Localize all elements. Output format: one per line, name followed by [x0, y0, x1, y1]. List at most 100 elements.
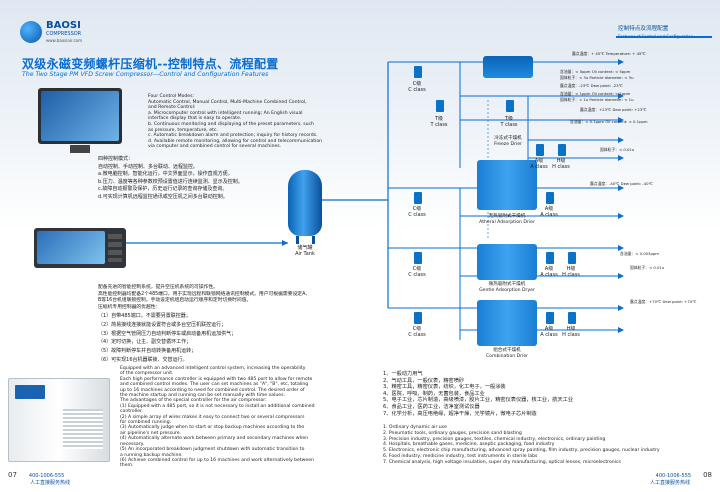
- text-line: of the compressor unit.: [120, 371, 174, 377]
- text-line: d.可实现计算机远程监控通讯或空压机之间多台联动控制。: [98, 193, 228, 200]
- list-item: （1）自带485端口，不需要另置联控器；: [98, 313, 191, 319]
- footer-right: 400-1006-555 08 人工直接服务热线: [650, 471, 712, 486]
- config-description-cn: 配备先进的智能控制系统，提升空压机系统的可操作性。 高性能控制器均配备2个485…: [98, 285, 356, 311]
- text-line: (3) Automatically judge when to start or…: [120, 425, 305, 431]
- list-item: 7. Chemical analysis, high voltage insul…: [383, 459, 621, 465]
- list-item: 1、一般动力用气: [383, 371, 423, 377]
- text-line: as pressure, temperature, etc.: [148, 127, 218, 133]
- list-item: 4. Hospitals, breathable gases, medicine…: [383, 442, 555, 448]
- list-item: 6、食品工业，医药工业，洁净室测试仪器: [383, 403, 480, 410]
- text-line: b. Continuous monitoring and displaying …: [148, 121, 314, 127]
- filter-label-c3: C级 C class: [408, 266, 426, 278]
- filter-label-c: C级 C class: [408, 81, 426, 93]
- text-line: air pipeline's net pressure.: [120, 430, 182, 436]
- spec-annotation: 露点温度：+ 45℃ Temperature: + 45℃: [572, 51, 646, 56]
- gentle-adsorption-dryer-image: [477, 244, 537, 280]
- text-line: a.微电脑控制，智能化运行，中文界面显示，操作直观方便。: [98, 171, 233, 178]
- device-name-cn: 组合式干燥机: [493, 348, 521, 353]
- text-line: (5) An incorporated breakdown judgment s…: [120, 447, 305, 453]
- hotline-number: 400-1006-555: [655, 473, 692, 479]
- text-line: necessary.: [120, 441, 145, 447]
- list-item: （6）可实现16台机器联锁、交替运行。: [98, 356, 188, 363]
- device-name-cn: 无热吸附式干燥机: [488, 214, 526, 219]
- vent-grille: [63, 409, 103, 449]
- text-line: 压缩机专用控制器的优越性：: [98, 304, 161, 310]
- filter-label-c4: C级 C class: [408, 326, 426, 338]
- text-line: c. Automatic breakdown alarm and protect…: [148, 133, 318, 139]
- page-number: 08: [703, 471, 712, 479]
- spec-annotation: 含油量：< 1ppm Oil content: < 1ppm: [560, 91, 631, 96]
- list-item: 1. Ordinary dynamic air use: [383, 425, 447, 430]
- air-tank-label: 储气罐 Air Tank: [295, 245, 315, 257]
- text-line: (6) Achieve combined control for up to 1…: [120, 457, 314, 463]
- filter-label-h4: H级 H class: [562, 326, 580, 338]
- list-item: 5、电子工业，芯片制造，高级喷漆，胶片工业，精密仪表仪器，核工业，航天工业: [383, 397, 574, 404]
- combination-drier-image: [477, 300, 537, 346]
- filter-label-a3: A级 A class: [540, 266, 558, 278]
- hotline-number: 400-1006-555: [28, 473, 65, 479]
- device-name-en: Freeze Drier: [494, 141, 522, 147]
- brand-name: BAOSI: [46, 20, 81, 31]
- text-line: B等16台机组联锁控制，手动设定机组启动运行顺序和定时切换时间值。: [98, 298, 252, 304]
- footer-left: 07 400-1006-555 人工直接服务热线: [8, 471, 70, 486]
- control-modes-en: Four Control Modes: Automatic Control, M…: [148, 94, 356, 150]
- spec-annotation: 固体粒子：< 0.01u: [600, 147, 635, 152]
- hotline-label: 人工直接服务热线: [30, 480, 71, 486]
- spec-annotation: 露点温度：-40℃ Dew point: -40℃: [590, 181, 653, 186]
- text-line: (2) A simple array of wires makes it eas…: [120, 414, 305, 420]
- spec-annotation: 固体粒子：< 0.01u: [630, 265, 665, 270]
- application-categories-en: 1. Ordinary dynamic air use 2. Pneumatic…: [383, 425, 703, 466]
- text-line: Automatic Control, Manual Control, Multi…: [148, 99, 307, 105]
- control-modes-cn: 四种控制模式： 自动控制、手动控制、多台联动、远程监控。 a.微电脑控制，智能化…: [98, 156, 258, 202]
- list-item: 4、医院，呼吸，制药，无菌包装，食品工业: [383, 390, 485, 397]
- text-line: 高性能控制器均配备2个485端口，用于实现远程和联锁网络通讯控制模式。用户可根据…: [98, 291, 311, 297]
- advantages-list-en: Equipped with an advanced intelligent co…: [120, 366, 356, 469]
- text-line: via computer and combined control for se…: [148, 144, 282, 150]
- logo-icon: [20, 21, 42, 43]
- list-item: （2）简易接线连接就能设置符合或多台空压机联控运行；: [98, 321, 227, 328]
- page-title-en: The Two Stage PM VFD Screw Compressor---…: [22, 71, 269, 78]
- compressor-unit-image: [8, 378, 110, 462]
- freeze-drier-label: 冷冻式干燥机 Freeze Drier: [475, 136, 541, 147]
- list-item: 2、气动工具，一般仪表，精密喷砂: [383, 377, 465, 384]
- text-line: b.压力、温度等各种参数校预设置值进行连续监测、显示及控制。: [98, 178, 243, 185]
- spec-annotation: 露点温度：-23℃ Dew point: -23℃: [560, 83, 623, 88]
- application-categories-cn: 1、一般动力用气 2、气动工具，一般仪表，精密喷砂 3、精密工具，精密仪表，纺织…: [383, 371, 683, 417]
- text-line: and combined control modes. The user can…: [120, 382, 309, 388]
- page-number: 07: [8, 471, 17, 479]
- device-name-en: Gentle Adsorption Dryer: [479, 287, 535, 293]
- brand-logo: BAOSI COMPRESSOR www.baosiair.com: [20, 13, 92, 51]
- flow-diagram: [360, 59, 624, 340]
- list-item: （4）定时切换，让主、副交替循环工作；: [98, 339, 192, 346]
- device-name-en: Atheral Adsorption Drier: [479, 219, 535, 225]
- page-title-cn: 双级永磁变频螺杆压缩机--控制特点、流程配置: [22, 57, 279, 71]
- hmi-monitor-image: [38, 88, 122, 144]
- text-line: Four Control Modes:: [148, 94, 195, 99]
- filter-label-t: T级 T class: [430, 116, 448, 128]
- text-line: 自动控制、手动控制、多台联动、远程监控。: [98, 163, 199, 170]
- control-panel: [15, 385, 45, 399]
- section-title: 控制特点及流程配置 Features of Control and Config…: [618, 26, 693, 40]
- tank-leg: [312, 236, 315, 244]
- filter-label-a2: A级 A class: [540, 206, 558, 218]
- list-item: 2. Pneumatic tools, ordinary gauges, pre…: [383, 430, 522, 436]
- text-line: The advantages of the special controller…: [120, 398, 267, 404]
- text-line: (4) Automatically alternate work between…: [120, 436, 309, 442]
- controller-panel-image: [34, 228, 126, 268]
- text-line: the machine startup and running can be s…: [120, 393, 285, 399]
- list-item: 6. Food industry, medicine industry, tes…: [383, 453, 538, 459]
- text-line: Each high performance controller is equi…: [120, 376, 313, 382]
- filter-label-a: A级 A class: [530, 158, 548, 170]
- text-line: them.: [120, 463, 134, 469]
- gentle-adsorption-dryer-label: 微热吸附式干燥机 Gentle Adsorption Dryer: [465, 282, 549, 293]
- hotline-label: 人工直接服务热线: [649, 480, 690, 486]
- text-line: c.故障自动报警及保护，历史运行记录的查询存储及查询。: [98, 186, 228, 193]
- text-line: a running backup machine.: [120, 452, 183, 458]
- device-name-cn: 冷冻式干燥机: [494, 136, 522, 141]
- device-name-cn: 微热吸附式干燥机: [488, 282, 526, 287]
- section-title-cn: 控制特点及流程配置: [618, 26, 669, 32]
- text-line: d. Available remote monitoring, allowing…: [148, 138, 323, 144]
- spec-annotation: 含油量：< 5ppm Oil content: < 5ppm: [560, 69, 631, 74]
- left-pipe-lines: [126, 199, 360, 246]
- text-line: Equipped with an advanced intelligent co…: [120, 366, 306, 371]
